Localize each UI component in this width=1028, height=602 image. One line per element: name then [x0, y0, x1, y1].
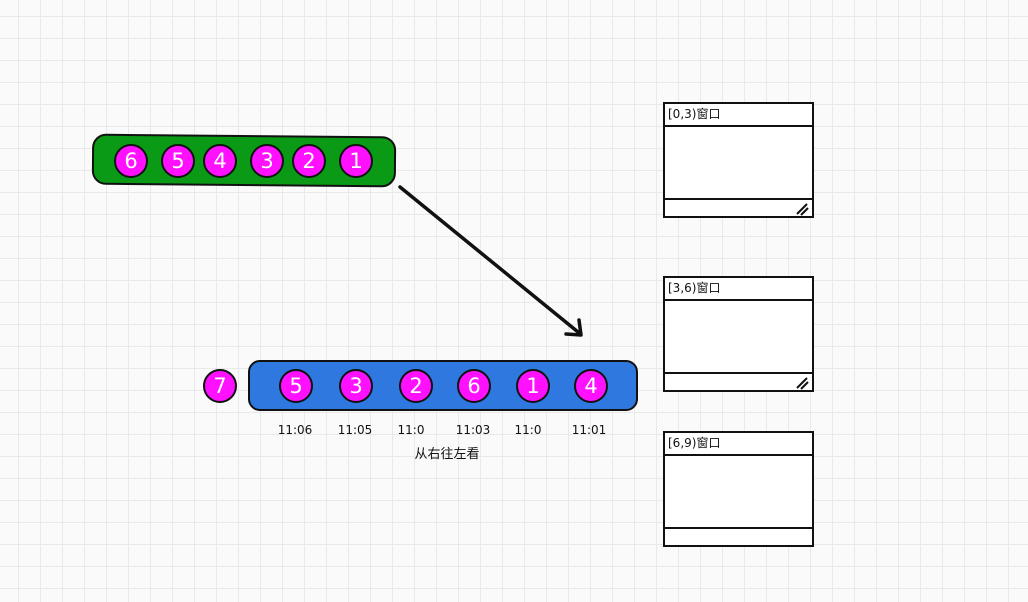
- window-body: [665, 301, 812, 372]
- window-panel: [3,6)窗口: [663, 276, 814, 392]
- resize-grip-icon[interactable]: [795, 376, 809, 390]
- window-title: [3,6)窗口: [665, 278, 812, 301]
- flow-arrow-head: [564, 318, 583, 337]
- event-time-label: 11:03: [455, 423, 491, 437]
- window-status-bar: [665, 527, 812, 547]
- top-stream-event: 6: [114, 144, 148, 178]
- window-body: [665, 127, 812, 198]
- bottom-stream-event: 2: [399, 369, 433, 403]
- window-title: [6,9)窗口: [665, 433, 812, 456]
- flow-arrow-shaft: [398, 185, 580, 334]
- incoming-event: 7: [203, 369, 237, 403]
- window-status-bar: [665, 198, 812, 218]
- window-status-bar: [665, 372, 812, 392]
- top-stream-event: 5: [161, 144, 195, 178]
- event-time-label: 11:06: [277, 423, 313, 437]
- bottom-stream-event: 3: [339, 369, 373, 403]
- bottom-stream-event: 5: [279, 369, 313, 403]
- event-time-label: 11:0: [397, 423, 425, 437]
- event-time-label: 11:05: [337, 423, 373, 437]
- window-body: [665, 456, 812, 527]
- bottom-stream-event: 4: [574, 369, 608, 403]
- top-stream-event: 2: [292, 144, 326, 178]
- window-panel: [0,3)窗口: [663, 102, 814, 218]
- event-time-label: 11:01: [571, 423, 607, 437]
- event-time-label: 11:0: [514, 423, 542, 437]
- window-panel: [6,9)窗口: [663, 431, 814, 547]
- bottom-stream-event: 6: [457, 369, 491, 403]
- window-title: [0,3)窗口: [665, 104, 812, 127]
- bottom-stream-event: 1: [516, 369, 550, 403]
- top-stream-event: 4: [203, 144, 237, 178]
- resize-grip-icon[interactable]: [795, 202, 809, 216]
- reading-direction-caption: 从右往左看: [414, 447, 480, 462]
- bottom-event-stream-bar: [248, 360, 638, 411]
- top-stream-event: 3: [250, 144, 284, 178]
- top-stream-event: 1: [339, 144, 373, 178]
